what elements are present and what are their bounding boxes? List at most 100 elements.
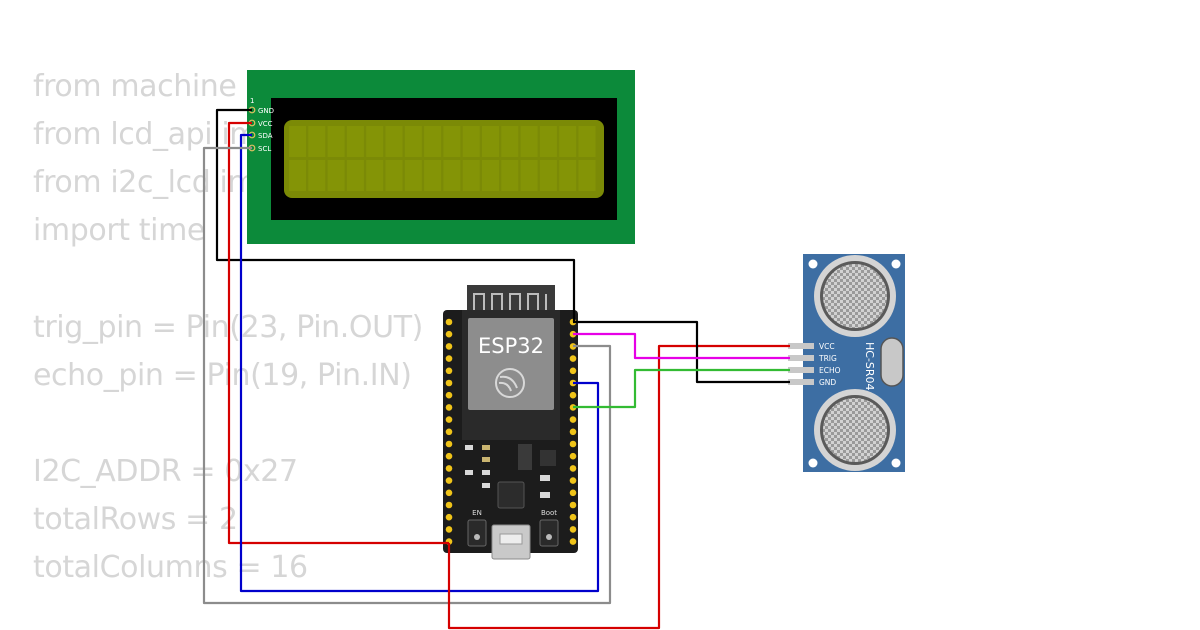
- sensor-pin-label-gnd: GND: [819, 378, 836, 387]
- smd-part: [540, 492, 550, 498]
- lcd-character-cell: [501, 160, 519, 191]
- smd-part: [465, 470, 473, 475]
- lcd-character-cell: [346, 126, 364, 157]
- lcd-character-cell: [443, 160, 461, 191]
- header-pin[interactable]: [445, 440, 453, 448]
- lcd-character-grid: [289, 126, 596, 191]
- header-pin[interactable]: [569, 538, 577, 545]
- header-pin[interactable]: [569, 428, 577, 436]
- crystal-oscillator: [880, 337, 904, 387]
- sensor-pin-gnd[interactable]: [788, 379, 814, 385]
- mount-hole: [808, 259, 818, 269]
- smd-part: [540, 475, 550, 481]
- code-line-4: import time: [33, 213, 205, 248]
- header-pin[interactable]: [445, 513, 453, 521]
- header-pin[interactable]: [569, 367, 577, 375]
- voltage-regulator: [518, 444, 532, 470]
- lcd-character-cell: [520, 160, 538, 191]
- mount-hole: [891, 259, 901, 269]
- lcd-character-cell: [539, 160, 557, 191]
- lcd-character-cell: [289, 160, 306, 191]
- lcd-character-cell: [539, 126, 557, 157]
- hc-sr04-sensor[interactable]: HC-SR04 VCC TRIG ECHO GND: [788, 254, 905, 472]
- wire-sensor-trig[interactable]: [573, 332, 790, 360]
- header-pin[interactable]: [569, 513, 577, 521]
- header-pin[interactable]: [445, 404, 453, 411]
- lcd-pin-label-scl: SCL: [258, 145, 271, 153]
- wire-lcd-scl[interactable]: [202, 146, 612, 605]
- en-button[interactable]: [467, 519, 487, 547]
- esp32-header-pins: [445, 318, 577, 545]
- header-pin[interactable]: [445, 465, 453, 472]
- lcd-pin-label-gnd: GND: [258, 107, 274, 115]
- header-pin[interactable]: [445, 379, 453, 387]
- sensor-pin-trig[interactable]: [788, 355, 814, 361]
- wire-lcd-vcc[interactable]: [227, 121, 449, 545]
- lcd-character-cell: [366, 126, 384, 157]
- lcd-character-cell: [520, 126, 538, 157]
- lcd-character-cell: [308, 160, 326, 191]
- header-pin[interactable]: [445, 501, 453, 509]
- wire-lcd-gnd[interactable]: [215, 108, 576, 322]
- header-pin[interactable]: [445, 428, 453, 436]
- header-pin[interactable]: [445, 367, 453, 375]
- header-pin[interactable]: [445, 452, 453, 460]
- sensor-pin-label-vcc: VCC: [819, 342, 835, 351]
- wire-sensor-vcc[interactable]: [447, 344, 790, 630]
- boot-button[interactable]: [539, 519, 559, 547]
- lcd-character-cell: [289, 126, 306, 157]
- header-pin[interactable]: [445, 318, 453, 326]
- header-pin[interactable]: [569, 440, 577, 448]
- header-pin[interactable]: [569, 489, 577, 497]
- sensor-pin-label-echo: ECHO: [819, 366, 841, 375]
- lcd-character-cell: [462, 126, 480, 157]
- header-pin[interactable]: [569, 416, 577, 423]
- component-ic: [540, 450, 556, 466]
- en-button-label: EN: [472, 509, 482, 517]
- lcd-character-cell: [559, 160, 577, 191]
- wires: [202, 108, 790, 630]
- esp32-chip-label: ESP32: [478, 334, 544, 358]
- header-pin[interactable]: [569, 465, 577, 472]
- lcd-character-cell: [443, 126, 461, 157]
- sensor-pin-label-trig: TRIG: [818, 354, 837, 363]
- lcd-display[interactable]: 1 GND VCC SDA SCL: [247, 70, 635, 244]
- esp32-board[interactable]: ESP32 EN Boot: [443, 285, 578, 560]
- mount-hole: [891, 458, 901, 468]
- code-line-11: totalColumns = 16: [33, 550, 308, 585]
- header-pin[interactable]: [569, 391, 577, 399]
- mount-hole: [808, 458, 818, 468]
- sensor-model-label: HC-SR04: [863, 342, 876, 391]
- lcd-character-cell: [462, 160, 480, 191]
- lcd-character-cell: [482, 126, 499, 157]
- header-pin[interactable]: [445, 391, 453, 399]
- wire-sensor-echo[interactable]: [573, 368, 790, 409]
- ultrasonic-transducer-icon: [814, 389, 896, 471]
- wire-lcd-sda[interactable]: [239, 133, 600, 593]
- header-pin[interactable]: [569, 501, 577, 509]
- header-pin[interactable]: [569, 355, 577, 362]
- header-pin[interactable]: [445, 416, 453, 423]
- header-pin[interactable]: [445, 477, 453, 484]
- sensor-pin-echo[interactable]: [788, 367, 814, 373]
- sensor-pin-vcc[interactable]: [788, 343, 814, 349]
- header-pin[interactable]: [569, 477, 577, 484]
- usb-opening: [499, 533, 523, 545]
- header-pin[interactable]: [445, 526, 453, 533]
- header-pin[interactable]: [445, 343, 453, 350]
- lcd-character-cell: [559, 126, 577, 157]
- lcd-pin1-marker: 1: [250, 97, 254, 105]
- header-pin[interactable]: [569, 526, 577, 533]
- lcd-character-cell: [327, 160, 345, 191]
- header-pin[interactable]: [445, 330, 453, 338]
- lcd-character-cell: [578, 126, 596, 157]
- header-pin[interactable]: [445, 489, 453, 497]
- header-pin[interactable]: [569, 452, 577, 460]
- lcd-character-cell: [424, 160, 442, 191]
- wire-sensor-gnd[interactable]: [573, 320, 790, 384]
- boot-button-cap: [546, 534, 552, 540]
- smd-part: [465, 445, 473, 450]
- header-pin[interactable]: [445, 355, 453, 362]
